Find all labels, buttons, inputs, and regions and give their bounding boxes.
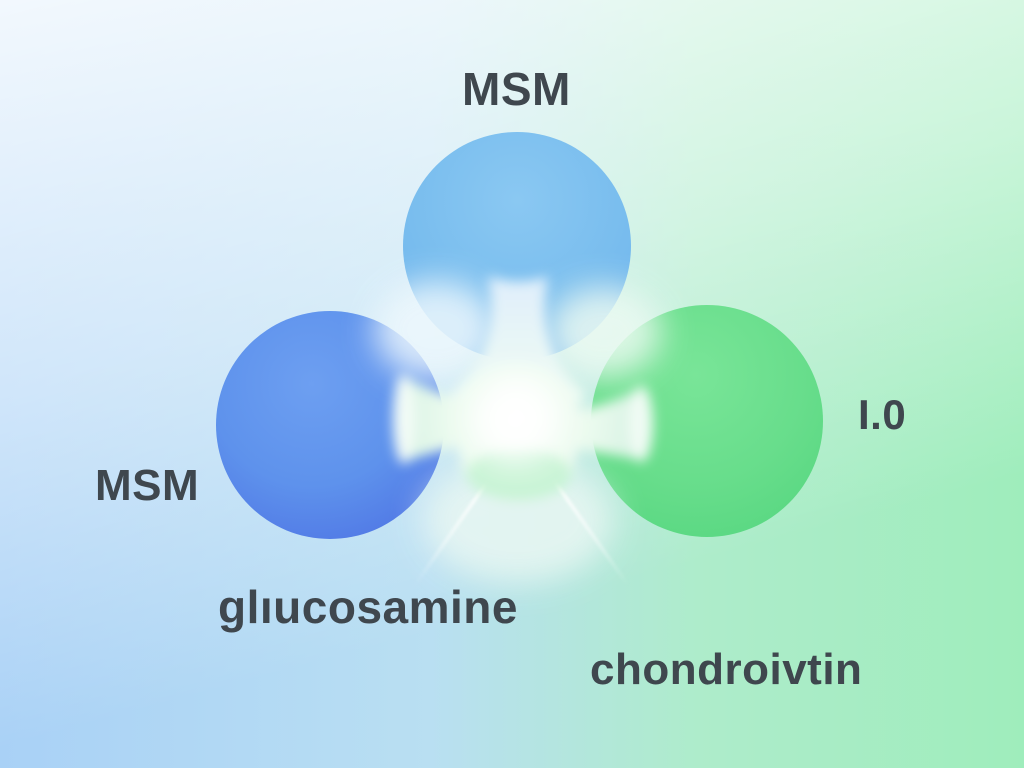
node-circle-left (216, 311, 444, 539)
label-glucosamine: glıucosamine (218, 581, 518, 633)
label-right-value: I.0 (858, 391, 907, 438)
label-left-msm: MSM (95, 461, 200, 510)
label-chondroivtin: chondroivtin (590, 645, 863, 694)
node-circle-right (591, 305, 823, 537)
label-top-msm: MSM (462, 63, 571, 115)
node-circle-top (403, 132, 631, 360)
